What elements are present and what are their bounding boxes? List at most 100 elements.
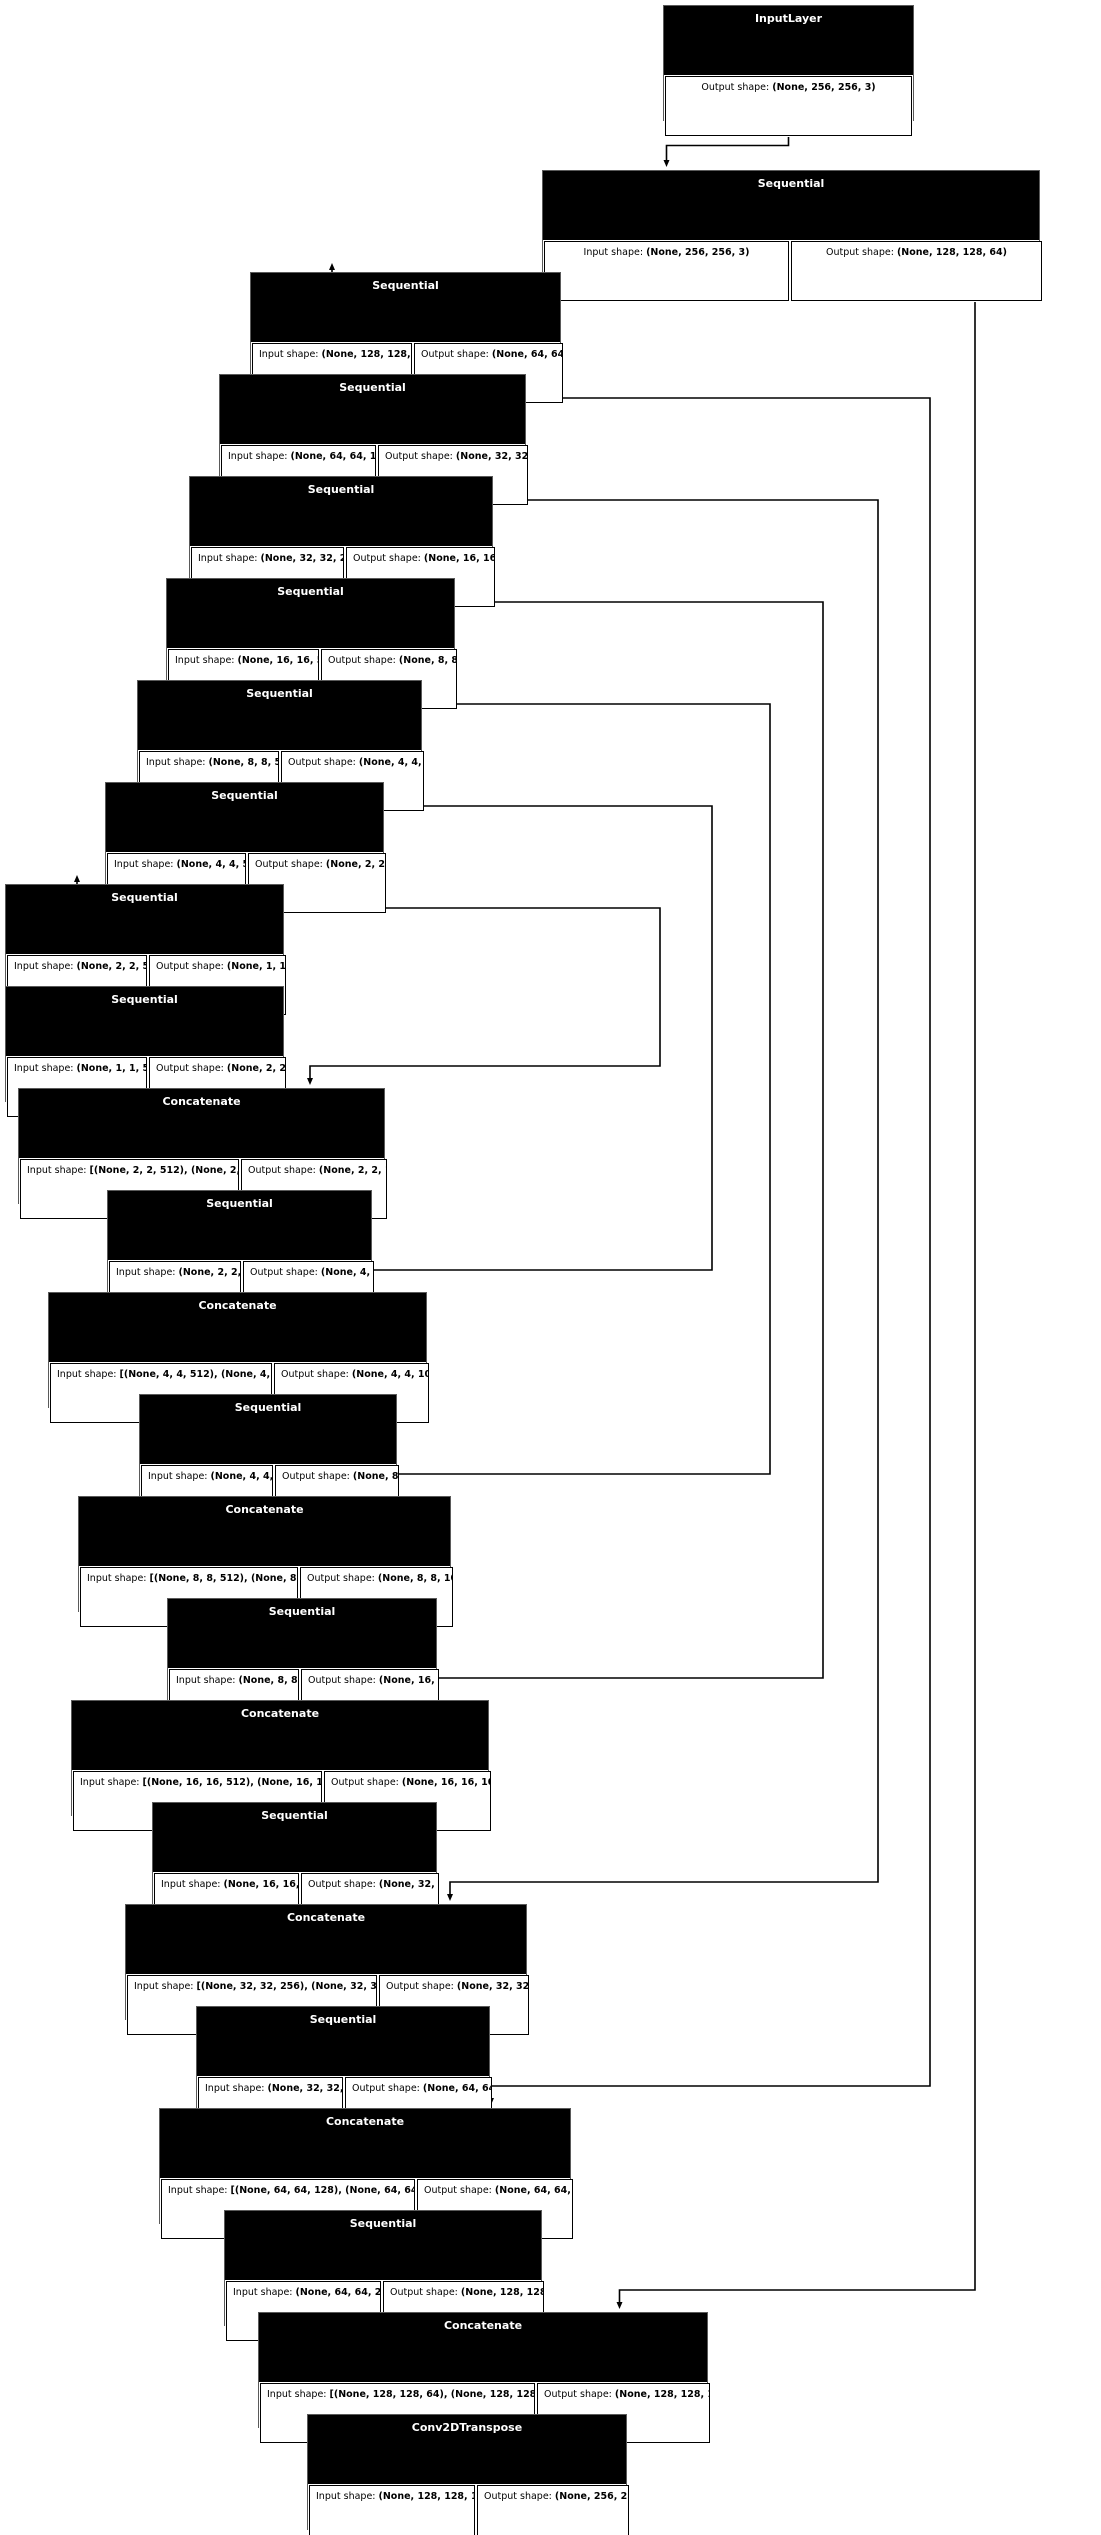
layer-type-label: Sequential [140, 1395, 396, 1463]
output-shape-cell-value: (None, 4, 4, 512) [358, 757, 423, 768]
layer-type-label: Sequential [168, 1599, 436, 1667]
output-shape-cell-label: Output shape: [156, 961, 227, 972]
output-shape-cell-label: Output shape: [288, 757, 359, 768]
layer-type-label: Sequential [138, 681, 421, 749]
input-shape-cell-value: (None, 32, 32, 256) [260, 553, 343, 564]
layer-type-label: Sequential [106, 783, 383, 851]
output-shape-cell-value: (None, 1, 1, 512) [226, 961, 286, 972]
output-shape-cell-label: Output shape: [390, 2287, 461, 2298]
input-shape-cell-label: Input shape: [148, 1471, 211, 1482]
input-shape-cell-label: Input shape: [583, 247, 647, 258]
output-shape-cell-label: Output shape: [328, 655, 399, 666]
input-shape-cell-label: Input shape: [134, 1981, 197, 1992]
layer-type-label: Sequential [153, 1803, 436, 1871]
output-shape-cell-value: (None, 256, 256, 3) [554, 2491, 628, 2502]
output-shape-cell-label: Output shape: [255, 859, 326, 870]
output-shape-cell-label: Output shape: [385, 451, 456, 462]
connector-edge [369, 694, 771, 1493]
input-shape-cell-value: [(None, 32, 32, 256), (None, 32, 32, 256… [196, 1981, 377, 1992]
output-shape-cell-label: Output shape: [544, 2389, 615, 2400]
output-shape-cell-value: (None, 128, 128, 64) [896, 247, 1007, 258]
layer-type-label: Sequential [108, 1191, 371, 1259]
layer-type-label: Sequential [251, 273, 560, 341]
layer-type-label: Sequential [167, 579, 454, 647]
input-shape-cell-value: (None, 2, 2, 1024) [178, 1267, 241, 1278]
input-shape-cell-label: Input shape: [233, 2287, 296, 2298]
input-shape-cell-label: Input shape: [316, 2491, 379, 2502]
input-shape-cell-value: (None, 256, 256, 3) [646, 247, 750, 258]
layer-type-label: Concatenate [49, 1293, 426, 1361]
output-shape-cell-value: (None, 64, 64, 128) [491, 349, 562, 360]
input-shape-cell-value: (None, 8, 8, 1024) [238, 1675, 298, 1686]
output-shape-cell: Output shape: (None, 128, 128, 64) [791, 241, 1042, 301]
input-shape-cell-value: (None, 8, 8, 512) [208, 757, 278, 768]
input-shape-cell-value: [(None, 64, 64, 128), (None, 64, 64, 128… [230, 2185, 414, 2196]
connector-edge [616, 286, 976, 2309]
layer-type-label: Sequential [543, 171, 1039, 239]
output-shape-cell-value: (None, 4, 4, 512) [320, 1267, 373, 1278]
output-shape-cell-label: Output shape: [307, 1573, 378, 1584]
output-shape-cell-value: (None, 32, 32, 512) [456, 1981, 529, 1992]
input-shape-cell-label: Input shape: [176, 1675, 239, 1686]
output-shape-cell-label: Output shape: [484, 2491, 555, 2502]
input-shape-cell-label: Input shape: [87, 1573, 150, 1584]
output-shape-cell-value: (None, 128, 128, 64) [460, 2287, 543, 2298]
output-shape-cell-value: (None, 32, 32, 256) [455, 451, 528, 462]
input-shape-cell-value: (None, 128, 128, 128) [378, 2491, 474, 2502]
input-shape-cell-value: [(None, 128, 128, 64), (None, 128, 128, … [329, 2389, 534, 2400]
output-shape-cell-label: Output shape: [281, 1369, 352, 1380]
shape-row: Output shape: (None, 256, 256, 3) [664, 74, 913, 137]
output-shape-cell-label: Output shape: [353, 553, 424, 564]
layer-type-label: Sequential [6, 987, 283, 1055]
input-shape-cell-value: (None, 1, 1, 512) [76, 1063, 146, 1074]
input-shape-cell-value: (None, 16, 16, 512) [237, 655, 318, 666]
output-shape-cell: Output shape: (None, 256, 256, 3) [477, 2485, 629, 2535]
input-shape-cell-value: (None, 64, 64, 128) [290, 451, 376, 462]
layer-type-label: Concatenate [160, 2109, 570, 2177]
input-shape-cell-label: Input shape: [14, 1063, 77, 1074]
layer-type-label: Concatenate [79, 1497, 450, 1565]
output-shape-cell-label: Output shape: [308, 1879, 379, 1890]
connector-edge [307, 898, 661, 1085]
layer-type-label: Sequential [225, 2211, 541, 2279]
output-shape-cell-label: Output shape: [248, 1165, 319, 1176]
layer-type-label: Sequential [220, 375, 525, 443]
layer-type-label: Concatenate [259, 2313, 707, 2381]
output-shape-cell-value: (None, 16, 16, 512) [378, 1675, 438, 1686]
input-shape-cell-value: (None, 4, 4, 512) [176, 859, 245, 870]
connector-edge [483, 388, 931, 2105]
output-shape-cell-value: (None, 2, 2, 1024) [318, 1165, 386, 1176]
input-shape-cell-value: (None, 64, 64, 256) [295, 2287, 381, 2298]
output-shape-cell-value: (None, 64, 64, 128) [422, 2083, 491, 2094]
output-shape-cell-label: Output shape: [308, 1675, 379, 1686]
output-shape-cell-value: (None, 32, 32, 256) [378, 1879, 438, 1890]
output-shape-cell: Output shape: (None, 256, 256, 3) [665, 76, 912, 136]
shape-row: Input shape: (None, 128, 128, 128)Output… [308, 2483, 629, 2535]
connector-edge [447, 490, 879, 1901]
layer-type-label: Concatenate [72, 1701, 488, 1769]
